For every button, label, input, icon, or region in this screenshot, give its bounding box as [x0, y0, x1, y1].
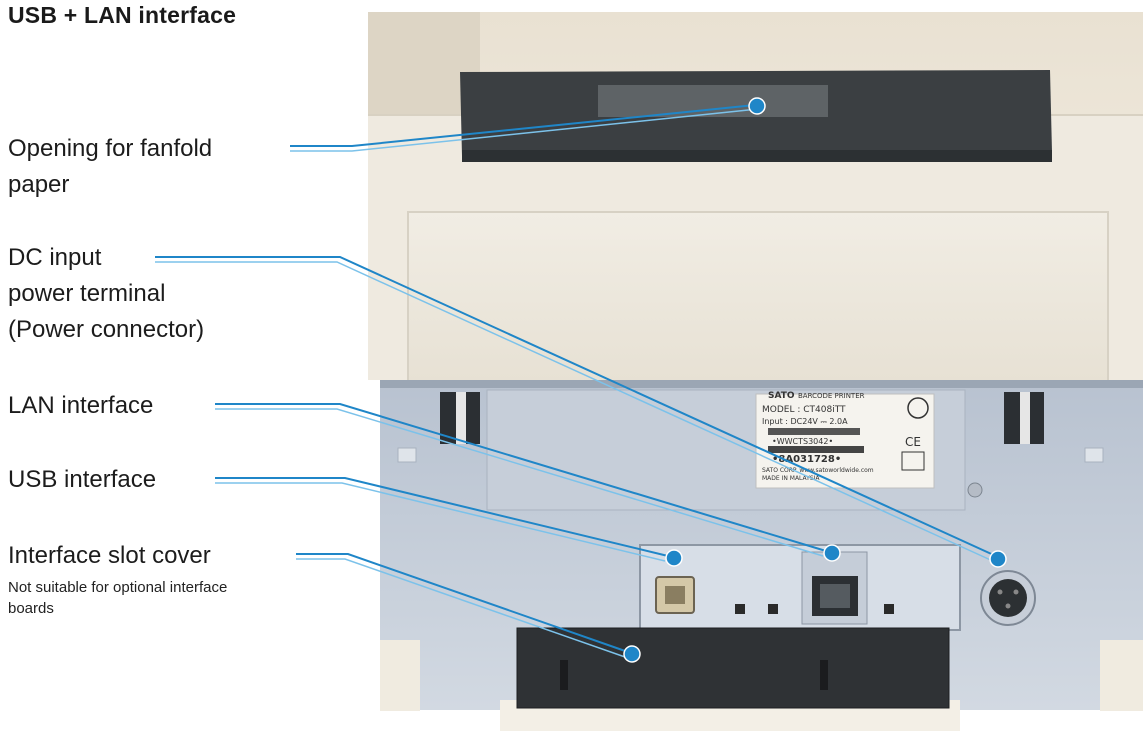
marker-fanfold: [748, 97, 766, 115]
dc-power-connector: [980, 570, 1036, 626]
callout-slot-cover-line-1: Interface slot cover: [8, 542, 211, 569]
fanfold-opening: [460, 70, 1052, 162]
callout-usb: USB interface: [8, 462, 156, 498]
marker-dc-input: [989, 550, 1007, 568]
label-brand: SATO: [768, 391, 795, 401]
interface-slot-cover: [516, 627, 950, 709]
label-serial-bottom: •8A031728•: [772, 454, 841, 465]
marker-lan: [823, 544, 841, 562]
callout-dc-input-line-1: DC input: [8, 244, 102, 271]
connector-panel: [639, 544, 961, 631]
callout-usb-line-1: USB interface: [8, 466, 157, 493]
diagram-title: USB + LAN interface: [8, 2, 237, 28]
callout-fanfold-line-1: Opening for fanfold: [8, 135, 213, 162]
rating-label: SATO BARCODE PRINTER MODEL : CT408iTT In…: [755, 391, 935, 489]
svg-text:CE: CE: [905, 435, 921, 449]
callout-slot-cover: Interface slot cover: [8, 538, 211, 574]
callout-slot-cover-note-2: boards: [8, 600, 54, 617]
callout-dc-input-line-2: power terminal: [8, 280, 166, 307]
callout-line-usb: [215, 477, 669, 557]
callout-fanfold-line-2: paper: [8, 171, 70, 198]
label-origin: MADE IN MALAYSIA: [762, 475, 820, 482]
label-serial-top: •WWCTS3042•: [772, 437, 833, 446]
callout-lan: LAN interface: [8, 388, 153, 424]
label-header: BARCODE PRINTER: [798, 392, 865, 400]
callout-lan-line-1: LAN interface: [8, 392, 154, 419]
rear-door-panel: [407, 211, 1109, 383]
callout-line-dc-input: [155, 256, 999, 558]
callout-line-lan: [215, 403, 827, 552]
callout-line-fanfold: [290, 104, 756, 147]
callout-fanfold: Opening for fanfold paper: [8, 131, 212, 203]
label-model: MODEL : CT408iTT: [762, 405, 846, 415]
callout-slot-cover-note-1: Not suitable for optional interface: [8, 579, 228, 596]
callout-lines: [155, 104, 999, 658]
marker-slot-cover: [623, 645, 641, 663]
callout-line-slot-cover: [296, 553, 629, 653]
callout-dc-input-line-3: (Power connector): [8, 316, 205, 343]
callout-slot-cover-note: Not suitable for optional interface boar…: [8, 577, 227, 619]
marker-usb: [665, 549, 683, 567]
label-maker: SATO CORP. www.satoworldwide.com: [762, 467, 874, 474]
label-input: Input : DC24V ⎓ 2.0A: [762, 417, 848, 426]
callout-dc-input: DC input power terminal (Power connector…: [8, 240, 204, 348]
